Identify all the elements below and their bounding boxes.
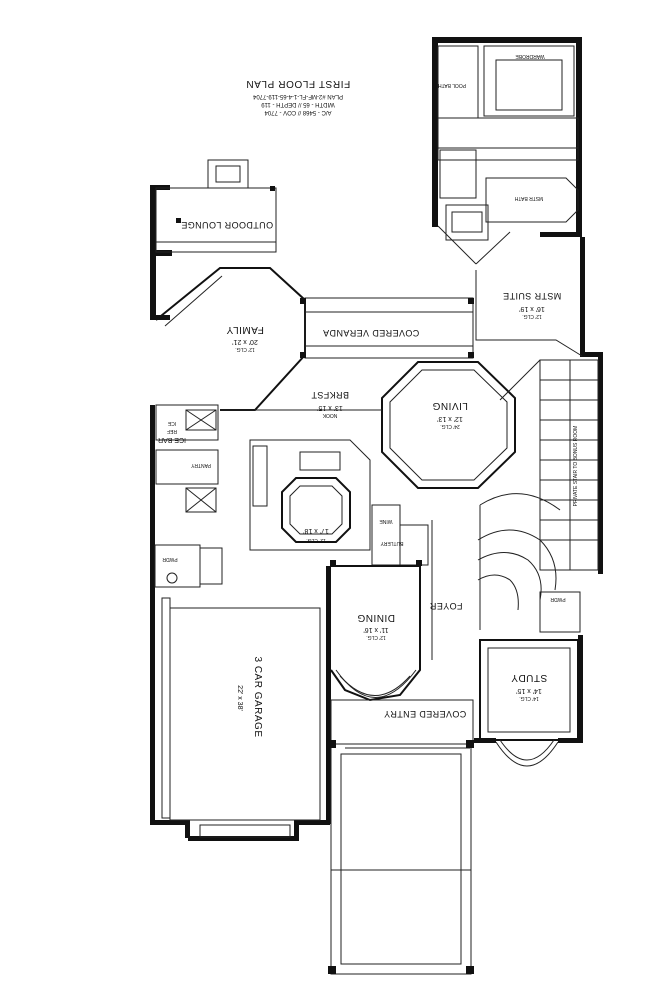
label-dining: DINING — [357, 612, 395, 623]
label-private-stair: PRIVATE STAIR TO BONUS ROOM — [573, 426, 579, 507]
label-mstr-suite: MSTR SUITE — [503, 291, 562, 301]
dims-family: 20' x 21' — [232, 338, 258, 345]
label-study: STUDY — [511, 672, 547, 683]
label-foyer: FOYER — [429, 601, 462, 611]
title-block: FIRST FLOOR PLAN PLAN #2-MF-FL-1-4-65-11… — [246, 78, 350, 115]
label-ice-bar: ICE BAR — [158, 436, 186, 443]
label-pwdr-right: PWDR — [550, 596, 566, 602]
label-wine: WINE — [379, 518, 393, 524]
clg-mstr-suite: 12' CLG. — [522, 313, 542, 319]
label-pantry: PANTRY — [190, 462, 210, 468]
columns — [176, 186, 474, 974]
clg-study: 14' CLG. — [519, 695, 539, 701]
label-mstr-bath: MSTR BATH — [514, 195, 543, 201]
label-outdoor-lounge: OUTDOOR LOUNGE — [181, 220, 273, 230]
label-ice: ICE — [167, 420, 176, 426]
plan-dimensions: WIDTH - 65 // DEPTH - 119 — [261, 101, 335, 107]
label-family: FAMILY — [226, 324, 264, 335]
label-ref: REF — [167, 428, 177, 434]
plan-title: FIRST FLOOR PLAN — [246, 78, 350, 89]
interior-lines — [154, 45, 599, 975]
clg-dining: 12' CLG. — [366, 634, 386, 640]
clg-living: 24' CLG. — [440, 423, 460, 429]
label-covered-veranda: COVERED VERANDA — [323, 328, 420, 338]
dims-kitchen: 17' x 18' — [303, 527, 329, 534]
dims-dining: 11' x 16' — [363, 626, 388, 633]
plan-area: A/C - 5468 // COV - 7704 — [264, 109, 332, 115]
dims-garage: 22' x 38' — [236, 685, 243, 711]
clg-kitchen: 12' CLG. — [306, 537, 326, 543]
dims-study: 14' x 15' — [516, 687, 542, 694]
exterior-walls — [150, 37, 603, 841]
label-butlery: BUTLERY — [380, 540, 404, 546]
clg-family: 12' CLG. — [235, 346, 255, 352]
label-living: LIVING — [432, 400, 468, 411]
dims-mstr-suite: 16' x 19' — [519, 305, 545, 312]
label-brkfst: BRKFST — [311, 390, 349, 400]
dims-living: 12' x 13' — [437, 415, 463, 422]
label-covered-entry: COVERED ENTRY — [384, 709, 467, 719]
label-pool-bath: POOL BATH — [438, 82, 466, 88]
label-pwdr-left: PWDR — [162, 556, 178, 562]
dims-brkfst: 13' x 15' — [317, 404, 343, 411]
plan-number: PLAN #2-MF-FL-1-4-65-119-7704 — [252, 93, 343, 99]
room-labels: WARDROBE POOL BATH MSTR BATH MSTR SUITE … — [158, 53, 579, 738]
clg-brkfst: NOOK — [322, 412, 337, 418]
label-garage: 3 CAR GARAGE — [252, 656, 263, 737]
label-wardrobe: WARDROBE — [515, 53, 545, 59]
